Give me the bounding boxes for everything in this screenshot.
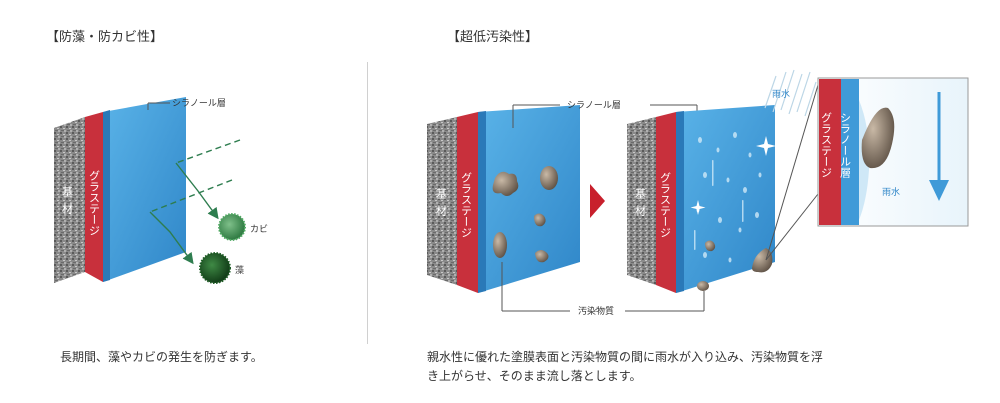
after-base-label: 基材 xyxy=(634,188,647,222)
left-base-label: 基材 xyxy=(61,186,74,220)
right-caption-line2: き上がらせ、そのまま流し落とします。 xyxy=(427,369,642,383)
left-silanol-layer xyxy=(103,97,186,282)
dirt-spot xyxy=(535,250,549,263)
right-caption-line1: 親水性に優れた塗膜表面と汚染物質の間に雨水が入り込み、汚染物質を浮 xyxy=(427,350,824,364)
down-arrow-icon xyxy=(929,180,949,201)
before-silanol-layer xyxy=(478,105,580,293)
before-glasstage-label: グラステージ xyxy=(460,172,473,238)
left-arrow-algae xyxy=(149,179,233,213)
inset-glasstage-label: グラステージ xyxy=(820,112,833,178)
sparkle-icon xyxy=(690,200,706,215)
after-silanol-layer xyxy=(676,105,775,293)
right-before-block: 基材 グラステージ xyxy=(427,105,580,293)
inset-glasstage-layer xyxy=(819,79,841,225)
water-droplets xyxy=(694,132,762,263)
sparkle-icon xyxy=(756,136,776,156)
algae-icon xyxy=(199,252,231,284)
right-layer-label: シラノール層 xyxy=(567,100,621,111)
after-glasstage-label: グラステージ xyxy=(659,172,672,238)
dirt-spot xyxy=(697,281,709,291)
rain-streaks xyxy=(764,69,817,117)
inset-detail: グラステージ シラノール層 雨水 xyxy=(817,77,969,227)
inset-connector xyxy=(765,193,819,261)
left-arrow-mold xyxy=(175,139,241,164)
before-glasstage-layer xyxy=(457,112,478,293)
inset-dirt-particle xyxy=(861,107,895,169)
inset-layer-label: シラノール層 xyxy=(839,112,852,178)
left-glasstage-label: グラステージ xyxy=(88,170,101,236)
before-base-material xyxy=(427,117,457,285)
rain-label: 雨水 xyxy=(772,88,790,100)
right-heading: 【超低汚染性】 xyxy=(447,30,539,45)
section-divider xyxy=(367,62,368,344)
transition-arrow-icon xyxy=(590,184,605,218)
dirt-spot xyxy=(705,240,716,252)
dirt-spot xyxy=(540,166,558,190)
dirt-spot xyxy=(492,171,519,196)
left-caption: 長期間、藻やカビの発生を防ぎます。 xyxy=(60,350,263,364)
right-after-block: 基材 グラステージ xyxy=(627,105,776,293)
left-glasstage-layer xyxy=(85,112,103,282)
mold-label: カビ xyxy=(250,224,268,235)
mold-icon xyxy=(218,213,246,241)
dirt-label: 汚染物質 xyxy=(578,305,614,317)
before-base-label: 基材 xyxy=(435,188,448,222)
dirt-spot xyxy=(493,232,507,258)
algae-label: 藻 xyxy=(235,264,244,276)
left-base-material xyxy=(54,117,85,283)
left-heading: 【防藻・防カビ性】 xyxy=(46,30,164,45)
after-base-material xyxy=(627,117,656,285)
dirt-spot xyxy=(534,213,546,227)
left-panel: シラノール層 基材 グラステージ カビ 藻 xyxy=(54,97,268,284)
after-glasstage-layer xyxy=(656,112,676,293)
inset-silanol-layer xyxy=(841,79,859,225)
left-layer-label: シラノール層 xyxy=(172,98,226,109)
inset-rain-label: 雨水 xyxy=(882,186,900,198)
